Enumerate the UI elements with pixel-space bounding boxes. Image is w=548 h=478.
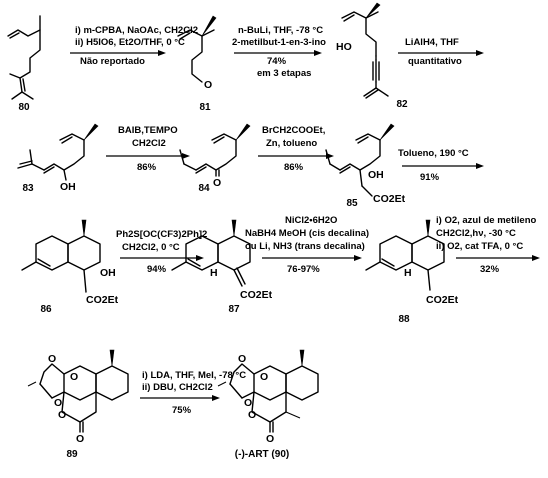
step9-reagent-1: i) O2, azul de metileno xyxy=(436,215,536,226)
aldehyde-oxygen-81: O xyxy=(204,79,212,91)
step4-reagent-1: BAIB,TEMPO xyxy=(118,125,178,136)
step3-reagent-1: LiAlH4, THF xyxy=(405,37,459,48)
step7-reagent-2: CH2Cl2, 0 °C xyxy=(122,242,180,253)
hydroxyl-85: OH xyxy=(368,169,384,181)
ester-86: CO2Et xyxy=(86,294,119,306)
compound-label-81: 81 xyxy=(199,102,211,113)
step2-reagent-1: n-BuLi, THF, -78 °C xyxy=(238,25,323,36)
step9-reagent-2: CH2Cl2,hν, -30 °C xyxy=(436,228,516,239)
step9-yield: 32% xyxy=(480,264,500,275)
compound-83-structure xyxy=(17,123,99,181)
lactone-o-89: O xyxy=(58,409,66,421)
compound-87-structure xyxy=(171,219,251,287)
compound-84-structure xyxy=(179,123,251,177)
compound-89-structure xyxy=(27,349,129,433)
peroxide-o2-89: O xyxy=(70,371,78,383)
compound-85-structure xyxy=(325,123,395,197)
ester-88: CO2Et xyxy=(426,294,459,306)
ester-87: CO2Et xyxy=(240,289,273,301)
peroxide-o1-90: O xyxy=(238,353,246,365)
step8-reagent-2: NaBH4 MeOH (cis decalina) xyxy=(245,228,369,239)
peroxide-o2-90: O xyxy=(260,371,268,383)
step1-reagent-2: ii) H5IO6, Et2O/THF, 0 °C xyxy=(75,37,185,48)
compound-label-86: 86 xyxy=(40,304,52,315)
compound-81-structure xyxy=(177,15,217,83)
compound-88-structure xyxy=(365,219,445,291)
compound-82-structure xyxy=(341,2,389,99)
step6-conditions: Tolueno, 190 °C xyxy=(398,148,469,159)
compound-80-structure xyxy=(7,15,41,100)
step5-yield: 86% xyxy=(284,162,304,173)
step2-reagent-2: 2-metilbut-1-en-3-ino xyxy=(232,37,326,48)
compound-label-89: 89 xyxy=(66,449,78,460)
compound-label-80: 80 xyxy=(18,102,30,113)
compound-90-structure xyxy=(217,349,319,433)
step1-yield: Não reportado xyxy=(80,56,145,67)
step3-yield: quantitativo xyxy=(408,56,462,67)
ether-o-90: O xyxy=(244,397,252,409)
step8-reagent-1: NiCl2•6H2O xyxy=(285,215,337,226)
hydroxyl-86: OH xyxy=(100,267,116,279)
compound-label-83: 83 xyxy=(22,183,34,194)
step7-yield: 94% xyxy=(147,264,167,275)
ring-fusion-h-88: H xyxy=(404,267,412,279)
step6-yield: 91% xyxy=(420,172,440,183)
step2-yield: 74% xyxy=(267,56,287,67)
step8-reagent-3: ou Li, NH3 (trans decalina) xyxy=(245,241,365,252)
compound-label-88: 88 xyxy=(398,314,410,325)
step1-reagent-1: i) m-CPBA, NaOAc, CH2Cl2 xyxy=(75,25,198,36)
step4-reagent-2: CH2Cl2 xyxy=(132,138,166,149)
step5-reagent-2: Zn, tolueno xyxy=(266,138,317,149)
compound-label-87: 87 xyxy=(228,304,240,315)
step10-reagent-2: ii) DBU, CH2Cl2 xyxy=(142,382,213,393)
step10-reagent-1: i) LDA, THF, MeI, -78 °C xyxy=(142,370,246,381)
step9-reagent-3: ii) O2, cat TFA, 0 °C xyxy=(436,241,523,252)
carbonyl-o-90: O xyxy=(266,433,274,445)
step10-yield: 75% xyxy=(172,405,192,416)
step7-reagent-1: Ph2S[OC(CF3)2Ph]2 xyxy=(116,229,207,240)
lactone-o-90: O xyxy=(248,409,256,421)
step8-yield: 76-97% xyxy=(287,264,320,275)
ether-o-89: O xyxy=(54,397,62,409)
compound-label-90: (-)-ART (90) xyxy=(235,449,289,460)
step5-reagent-1: BrCH2COOEt, xyxy=(262,125,325,136)
ring-fusion-h-87: H xyxy=(210,267,218,279)
hydroxyl-83: OH xyxy=(60,181,76,193)
compound-label-82: 82 xyxy=(396,99,408,110)
hydroxyl-82: HO xyxy=(336,41,352,53)
carbonyl-o-89: O xyxy=(76,433,84,445)
step2-note: em 3 etapas xyxy=(257,68,311,79)
compound-86-structure xyxy=(21,219,101,293)
ketone-oxygen-84: O xyxy=(213,177,221,189)
compound-label-84: 84 xyxy=(198,183,210,194)
step4-yield: 86% xyxy=(137,162,157,173)
compound-label-85: 85 xyxy=(346,198,358,209)
ester-85: CO2Et xyxy=(373,193,406,205)
peroxide-o1-89: O xyxy=(48,353,56,365)
